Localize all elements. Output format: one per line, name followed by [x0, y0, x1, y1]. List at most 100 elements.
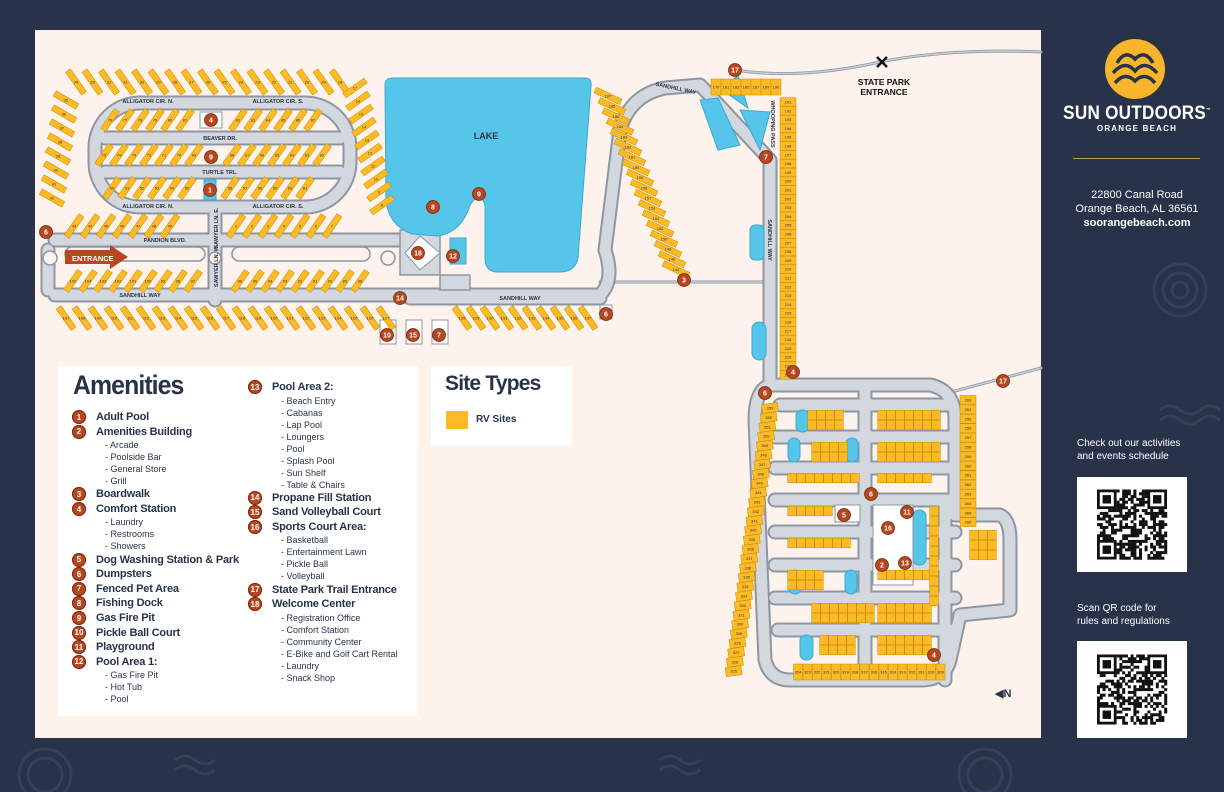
rv-site[interactable]: 35: [52, 90, 80, 110]
rv-site[interactable]: 39: [44, 146, 72, 166]
rv-site[interactable]: [895, 409, 905, 421]
rv-site[interactable]: 55: [177, 176, 197, 200]
rv-site[interactable]: 185: [740, 78, 752, 96]
rv-site[interactable]: [838, 602, 848, 614]
rv-site[interactable]: 16: [345, 90, 371, 112]
rv-site[interactable]: 46: [111, 213, 133, 239]
rv-site[interactable]: [929, 515, 939, 527]
rv-site[interactable]: 216: [779, 317, 797, 327]
rv-site[interactable]: 320: [831, 663, 841, 681]
rv-site[interactable]: [904, 451, 914, 463]
rv-site[interactable]: 19: [312, 68, 335, 96]
rv-site[interactable]: 150: [649, 229, 679, 248]
rv-site[interactable]: 209: [779, 255, 797, 265]
amenity-marker[interactable]: 8: [426, 200, 440, 214]
rv-site[interactable]: [895, 634, 905, 646]
rv-site[interactable]: [895, 419, 905, 431]
rv-site[interactable]: 199: [779, 167, 797, 177]
amenity-marker[interactable]: 4: [927, 648, 941, 662]
qr-code-rules[interactable]: [1077, 641, 1187, 738]
rv-site[interactable]: 110: [103, 305, 125, 331]
rv-site[interactable]: 38: [46, 132, 74, 152]
rv-site[interactable]: 127: [375, 305, 397, 331]
rv-site[interactable]: 345: [750, 477, 769, 490]
rv-site[interactable]: [877, 419, 887, 431]
rv-site[interactable]: [895, 602, 905, 614]
rv-site[interactable]: 28: [164, 68, 186, 96]
rv-site[interactable]: [904, 612, 914, 624]
rv-site[interactable]: [877, 441, 887, 453]
rv-site[interactable]: 315: [878, 663, 889, 681]
rv-site[interactable]: 8: [369, 194, 395, 216]
rv-site[interactable]: 76: [100, 108, 120, 132]
rv-site[interactable]: [814, 579, 824, 591]
amenity-marker[interactable]: 7: [432, 328, 446, 342]
rv-site[interactable]: [969, 529, 979, 541]
rv-site[interactable]: 156: [637, 199, 667, 218]
rv-site[interactable]: [929, 585, 939, 597]
rv-site[interactable]: [969, 539, 979, 551]
rv-site[interactable]: [913, 419, 923, 431]
rv-site[interactable]: [829, 612, 839, 624]
rv-site[interactable]: 135: [549, 305, 571, 331]
rv-site[interactable]: [796, 472, 806, 484]
rv-site[interactable]: 87: [303, 108, 323, 132]
rv-site[interactable]: 190: [770, 78, 782, 96]
rv-site[interactable]: 78: [130, 108, 150, 132]
rv-site[interactable]: 81: [175, 108, 195, 132]
rv-site[interactable]: [987, 539, 997, 551]
rv-site[interactable]: 339: [742, 533, 761, 546]
rv-site[interactable]: [913, 612, 923, 624]
rv-site[interactable]: [886, 409, 896, 421]
rv-site[interactable]: 264: [959, 498, 977, 509]
rv-site[interactable]: 352: [759, 411, 778, 424]
rv-site[interactable]: 34: [65, 68, 87, 96]
rv-site[interactable]: [820, 451, 830, 463]
rv-site[interactable]: 12: [357, 142, 383, 164]
rv-site[interactable]: [904, 569, 914, 581]
rv-site[interactable]: 312: [907, 663, 917, 681]
amenity-marker[interactable]: 10: [380, 328, 394, 342]
rv-site[interactable]: 262: [959, 479, 977, 490]
rv-site[interactable]: 92: [290, 269, 310, 293]
amenity-marker[interactable]: 6: [758, 386, 772, 400]
rv-site[interactable]: [886, 602, 896, 614]
rv-site[interactable]: 342: [746, 505, 765, 518]
rv-site[interactable]: [922, 441, 932, 453]
rv-site[interactable]: [838, 441, 848, 453]
rv-site[interactable]: 198: [779, 159, 797, 169]
rv-site[interactable]: 91: [305, 269, 325, 293]
rv-site[interactable]: [913, 409, 923, 421]
rv-site[interactable]: 23: [246, 68, 269, 96]
rv-site[interactable]: 119: [247, 305, 269, 331]
amenity-marker[interactable]: 13: [898, 556, 912, 570]
rv-site[interactable]: 84: [258, 108, 278, 132]
rv-site[interactable]: 120: [263, 305, 285, 331]
rv-site[interactable]: 207: [779, 238, 797, 248]
rv-site[interactable]: 219: [779, 343, 797, 353]
rv-site[interactable]: 321: [821, 663, 832, 681]
rv-site[interactable]: 148: [653, 239, 683, 258]
rv-site[interactable]: 100: [138, 269, 159, 294]
rv-site[interactable]: [805, 505, 815, 517]
rv-site[interactable]: 317: [859, 663, 870, 681]
rv-site[interactable]: 258: [959, 442, 977, 452]
rv-site[interactable]: 118: [231, 305, 253, 331]
rv-site[interactable]: 146: [657, 250, 687, 269]
rv-site[interactable]: [850, 472, 860, 484]
rv-site[interactable]: 85: [273, 108, 293, 132]
rv-site[interactable]: [816, 409, 826, 421]
rv-site[interactable]: 328: [728, 637, 747, 649]
rv-site[interactable]: [856, 602, 866, 614]
rv-site[interactable]: [904, 441, 914, 453]
rv-site[interactable]: 133: [521, 305, 543, 331]
rv-site[interactable]: 72: [139, 143, 159, 167]
rv-site[interactable]: [922, 472, 932, 484]
rv-site[interactable]: [913, 472, 923, 484]
rv-site[interactable]: 62: [312, 143, 332, 167]
rv-site[interactable]: 59: [265, 176, 285, 200]
amenity-marker[interactable]: 11: [900, 505, 914, 519]
rv-site[interactable]: 137: [577, 305, 599, 331]
rv-site[interactable]: 102: [108, 269, 129, 294]
rv-site[interactable]: 115: [183, 305, 205, 331]
